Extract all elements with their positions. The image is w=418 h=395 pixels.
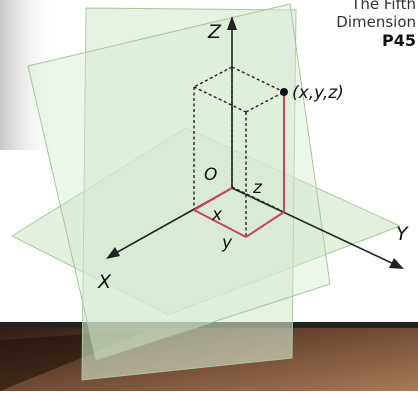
page-number: P45	[382, 31, 416, 50]
x-segment-label: x	[211, 205, 223, 225]
yz-plane	[27, 3, 331, 361]
z-segment-label: z	[252, 178, 263, 198]
point-marker	[280, 88, 288, 96]
origin-label: O	[204, 165, 217, 185]
y-segment	[193, 209, 247, 238]
header-title-line2: Dimension	[336, 13, 416, 31]
z-axis-label: Z	[207, 21, 222, 43]
y-arrowhead	[389, 258, 404, 269]
base-segment	[245, 211, 285, 238]
x-segment	[193, 187, 233, 211]
y-axis	[231, 187, 397, 266]
y-segment-label: y	[221, 233, 233, 253]
header-title-line1: The Fifth	[351, 0, 416, 13]
coordinate-path	[193, 92, 285, 238]
z-arrowhead	[227, 16, 237, 30]
x-axis-label: X	[97, 271, 112, 293]
point-label: (x,y,z)	[292, 83, 344, 103]
xz-plane	[81, 7, 297, 381]
y-axis-label: Y	[396, 223, 409, 245]
axis-arrowheads	[106, 16, 404, 269]
x-arrowhead	[106, 247, 120, 259]
